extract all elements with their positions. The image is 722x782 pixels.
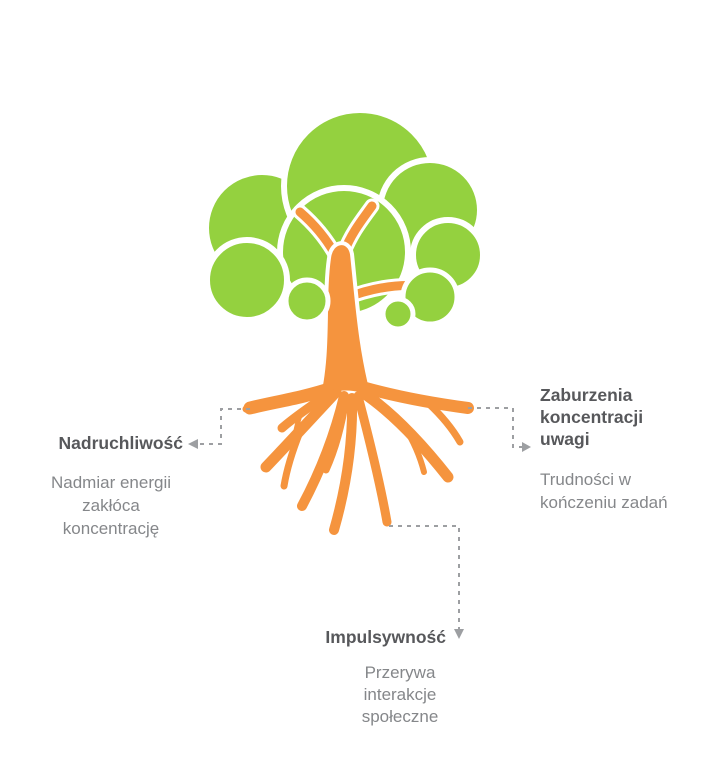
connector-arrows (188, 439, 531, 639)
foliage-blob (400, 267, 460, 327)
right-arrow-icon (522, 442, 531, 452)
left-arrow-icon (188, 439, 198, 449)
tree-canopy-small (283, 267, 460, 332)
text-line: społeczne (361, 707, 439, 726)
text-line: Przerywa (364, 663, 436, 682)
hyperactivity-title: Nadruchliwość (58, 433, 183, 453)
hyperactivity-description: Nadmiar energii zakłóca koncentrację (28, 471, 194, 540)
text-line: uwagi (540, 429, 590, 449)
right-connector-line (468, 407, 523, 448)
text-line: Trudności w (540, 470, 632, 489)
down-arrow-icon (454, 629, 464, 639)
text-line: interakcje (363, 685, 437, 704)
attention-title: Zaburzenia koncentracji uwagi (540, 384, 643, 450)
left-connector-line (197, 408, 250, 445)
bottom-connector-line (389, 525, 460, 629)
text-line: zakłóca (82, 496, 140, 515)
impulsivity-description: Przerywa interakcje społeczne (330, 662, 470, 728)
foliage-blob (380, 296, 416, 332)
text-line: Zaburzenia (540, 385, 633, 405)
text-line: kończeniu zadań (540, 493, 668, 512)
text-line: koncentracji (540, 407, 644, 427)
text-line: koncentrację (62, 519, 160, 538)
foliage-blob (283, 277, 331, 325)
foliage-blob (204, 237, 290, 323)
tree-roots (242, 381, 474, 535)
text-line: Nadmiar energii (51, 473, 171, 492)
attention-description: Trudności w kończeniu zadań (540, 468, 668, 514)
connectors (197, 407, 523, 629)
impulsivity-title: Impulsywność (325, 627, 446, 647)
